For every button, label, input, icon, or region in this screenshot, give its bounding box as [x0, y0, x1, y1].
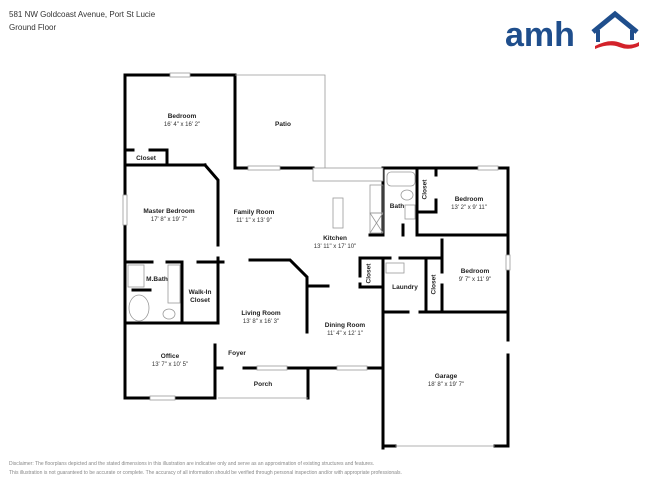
disclaimer-line-2: This illustration is not guaranteed to b… [9, 470, 402, 476]
room-patio: Patio [275, 121, 291, 128]
house-icon [591, 10, 639, 49]
room-closet-1: Closet [136, 155, 156, 162]
property-address: 581 NW Goldcoast Avenue, Port St Lucie [9, 10, 156, 19]
room-laundry: Laundry [392, 284, 418, 291]
floor-label: Ground Floor [9, 23, 57, 32]
room-porch: Porch [253, 381, 273, 388]
amh-logo: amh [505, 10, 639, 53]
room-closet-4: Closet [430, 274, 438, 295]
room-foyer: Foyer [228, 350, 246, 357]
room-bath: Bath [389, 203, 405, 210]
logo-text: amh [505, 16, 575, 53]
room-closet-3: Closet [365, 263, 373, 284]
room-m-bath: M.Bath [146, 276, 168, 283]
disclaimer-line-1: Disclaimer: The floorplans depicted and … [9, 461, 375, 467]
room-closet-2: Closet [421, 179, 429, 200]
room-walk-in-closet: Walk-In Closet [188, 289, 212, 304]
